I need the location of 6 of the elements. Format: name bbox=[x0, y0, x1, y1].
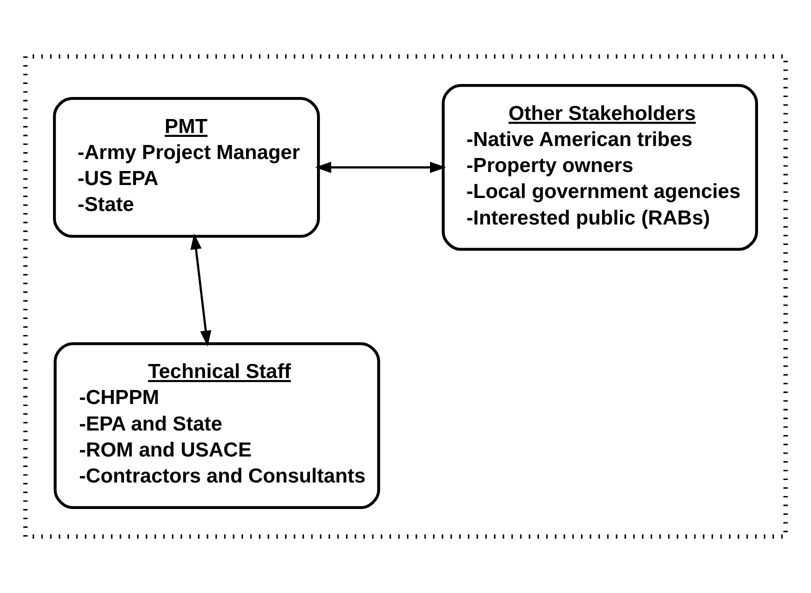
node-box: Technical Staff -CHPPM -EPA and State -ROM and USACE -Contractors and Consultants bbox=[54, 342, 380, 510]
arrow bbox=[315, 162, 446, 173]
arrow bbox=[190, 233, 212, 347]
node-box: PMT -Army Project Manager -US EPA -State bbox=[52, 97, 320, 238]
cluster bbox=[23, 54, 788, 539]
node-box: Other Stakeholders -Native American tribes -Property owners -Local government agencies -Interested public (RABs) bbox=[442, 84, 758, 251]
